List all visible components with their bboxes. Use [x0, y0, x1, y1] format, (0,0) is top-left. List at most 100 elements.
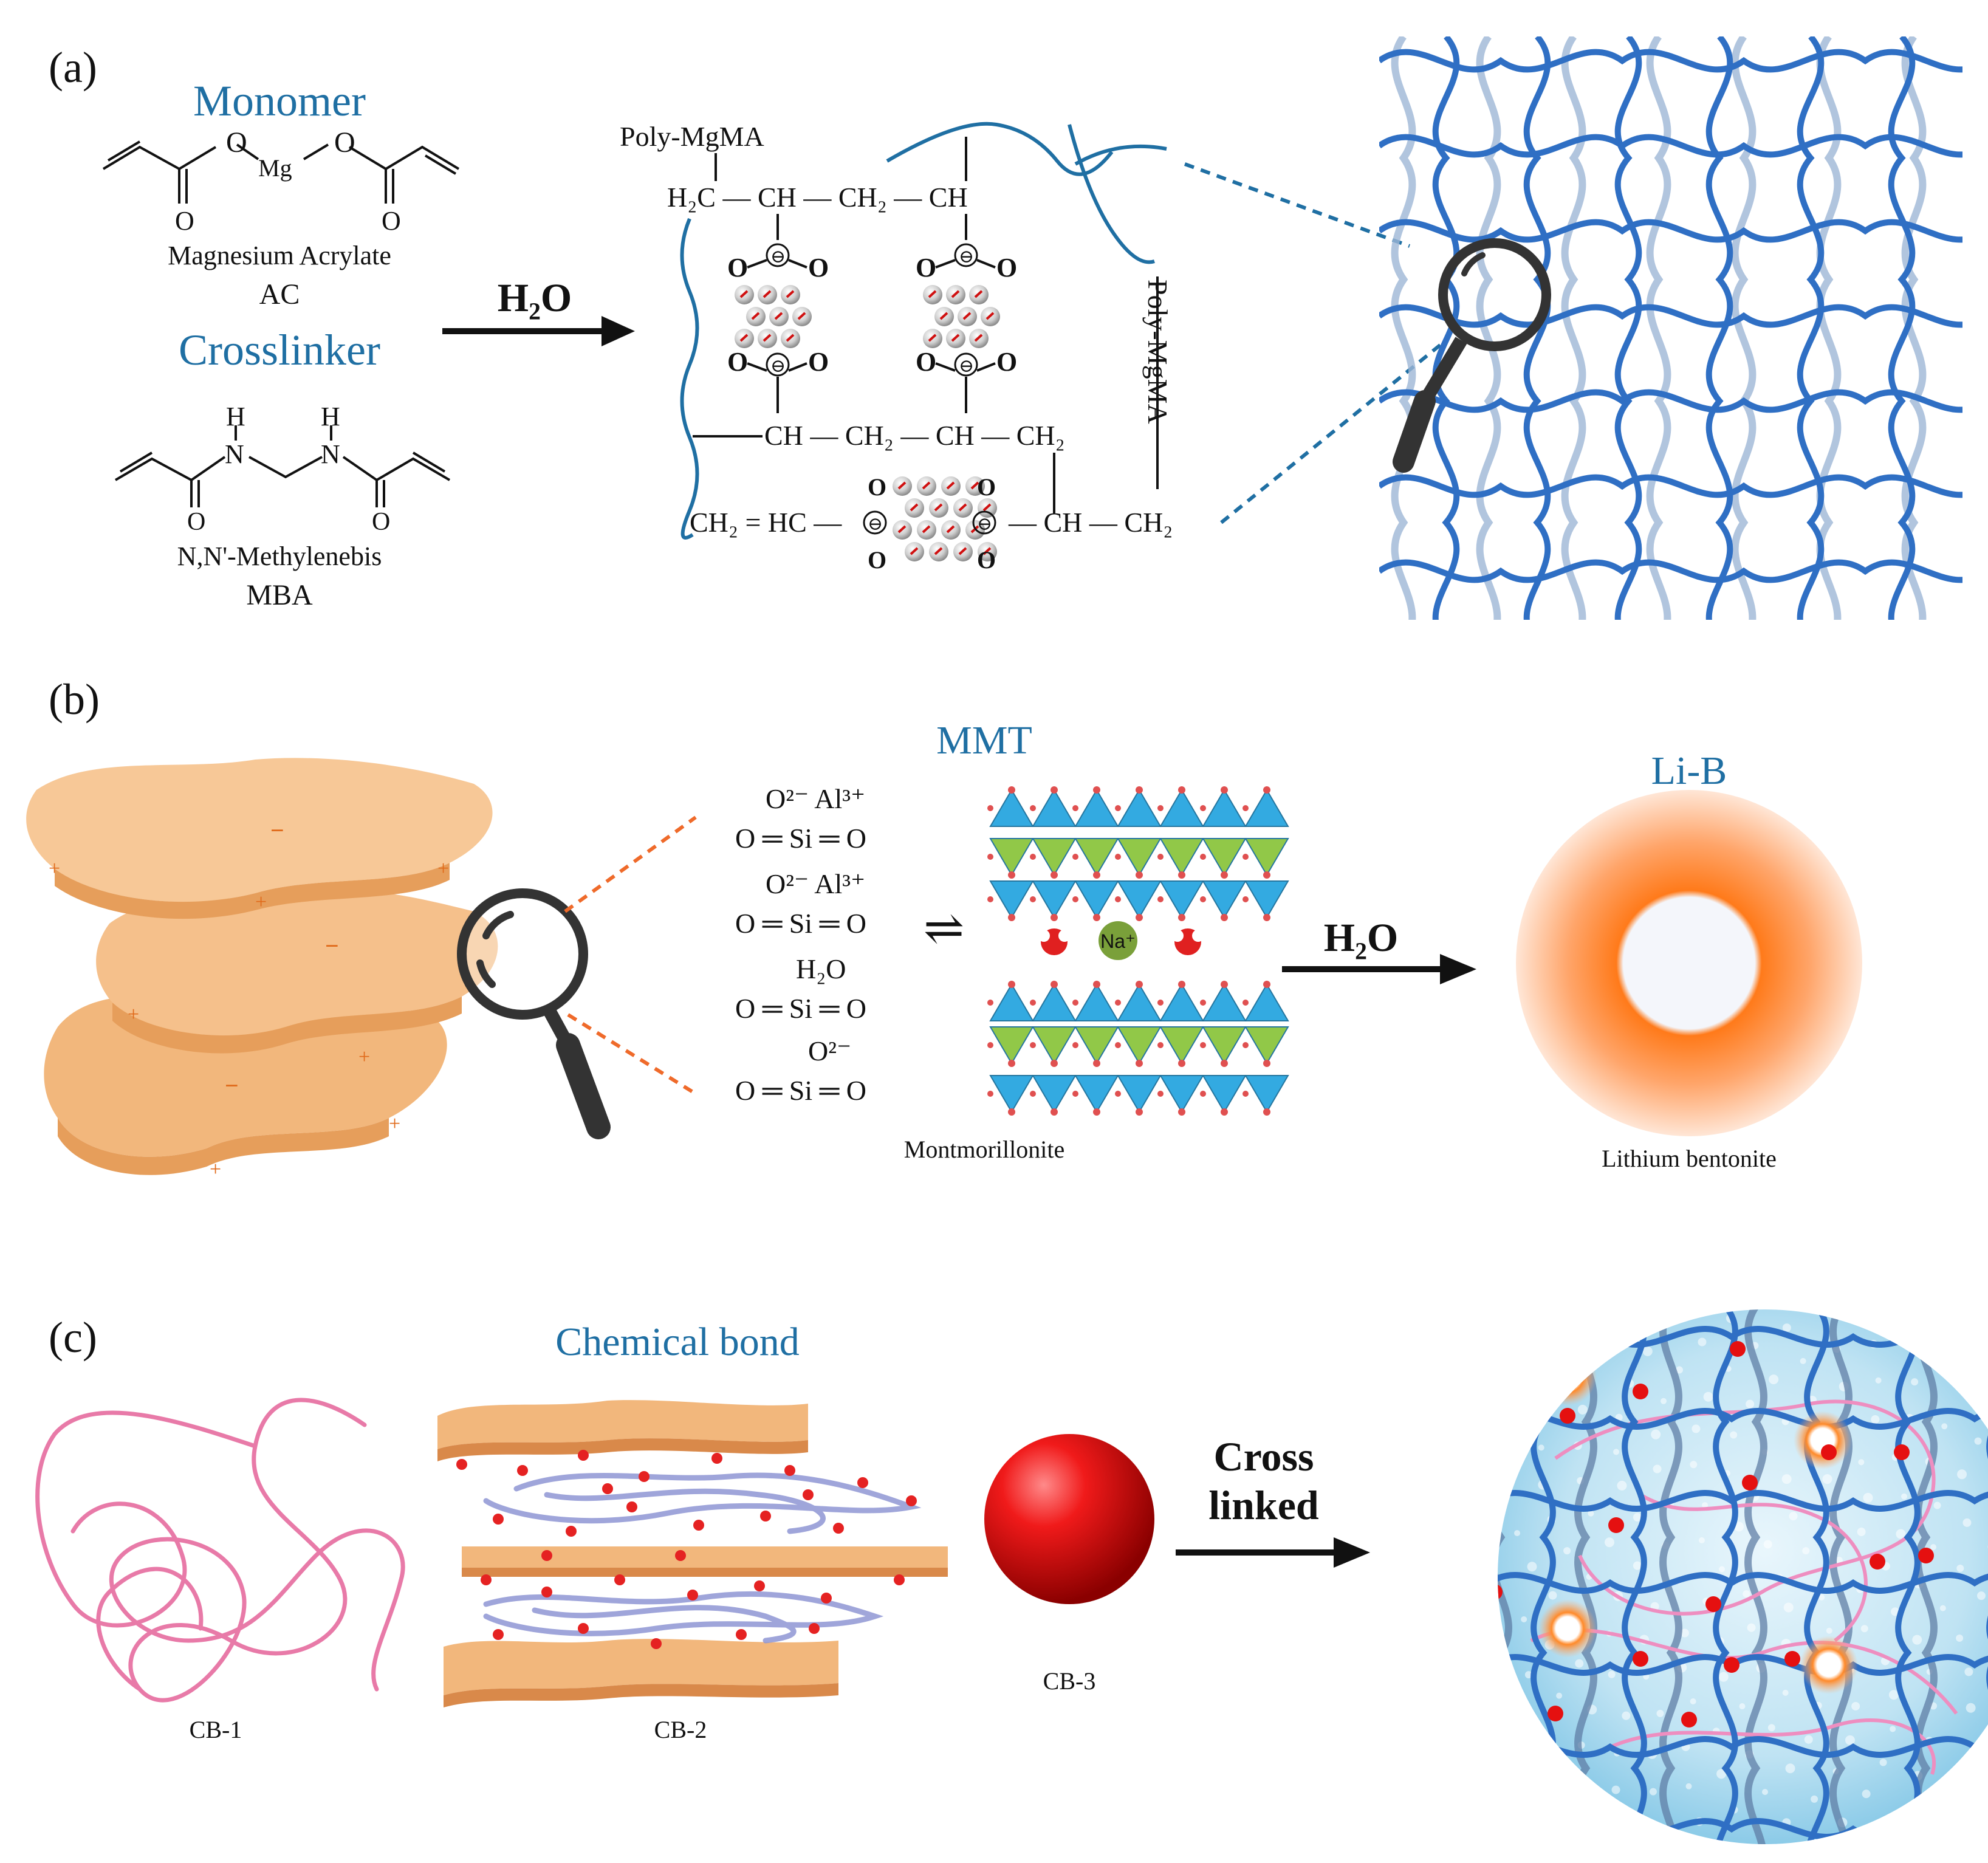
water-bubble — [1860, 1625, 1868, 1633]
crosslink-dot — [1498, 1584, 1503, 1600]
oxygen-atom — [1242, 896, 1249, 902]
oxygen-atom — [1221, 1108, 1228, 1116]
sio2-row-1: O ═ Si ═ O — [735, 823, 866, 854]
crosslink-dot — [693, 1520, 704, 1531]
water-bubble — [1680, 1628, 1689, 1638]
tetrahedral-unit — [1202, 983, 1247, 1021]
octahedral-unit — [1032, 1026, 1077, 1065]
tetrahedral-unit — [989, 1075, 1034, 1113]
crosslink-dot — [803, 1489, 814, 1500]
water-bubble — [1611, 1785, 1620, 1794]
svg-text:+: + — [389, 1113, 400, 1135]
water-bubble — [1690, 1698, 1696, 1705]
oxygen-atom — [1242, 1042, 1249, 1048]
svg-text:+: + — [128, 1003, 139, 1026]
poly-mgma-side-label: Poly-MgMA — [1142, 280, 1173, 424]
tetrahedral-unit — [989, 789, 1034, 827]
water-bubble — [1862, 1789, 1871, 1799]
oxygen-atom — [1136, 981, 1143, 988]
crosslink-dot — [1742, 1475, 1758, 1491]
oxygen-atom — [1093, 871, 1100, 879]
water-bubble — [1858, 1459, 1865, 1466]
svg-text:O: O — [868, 473, 886, 501]
oxygen-atom — [987, 854, 993, 860]
oxygen-atom — [1157, 854, 1164, 860]
water-bubble — [1879, 1758, 1887, 1766]
water-bubble — [1563, 1547, 1571, 1555]
water-bubble — [1577, 1404, 1588, 1415]
oxygen-atom — [1178, 1060, 1185, 1067]
oxygen-atom — [1115, 896, 1121, 902]
water-ion-mark — [939, 312, 948, 320]
water-bubble — [1939, 1605, 1946, 1611]
cb3-sphere — [984, 1434, 1154, 1604]
oxygen-atom — [1263, 1108, 1270, 1116]
oxygen-atom — [1242, 1091, 1249, 1097]
crosslink-dot — [1548, 1706, 1563, 1721]
crosslink-dot — [1481, 1505, 1496, 1521]
water-bubble — [1718, 1672, 1729, 1682]
panel-a-reaction-arrow — [442, 316, 635, 346]
water-bubble — [1875, 1377, 1882, 1384]
oxygen-atom — [1072, 805, 1078, 811]
crosslink-dot — [894, 1574, 905, 1585]
water-bubble — [1521, 1616, 1527, 1622]
crosslink-dot — [906, 1495, 917, 1506]
oxygen-atom — [1030, 854, 1036, 860]
water-ion-mark — [982, 503, 992, 512]
oxygen-atom — [1178, 981, 1185, 988]
mba-hydrogen-1: H — [226, 402, 245, 431]
clay-node-glow — [1538, 1599, 1597, 1658]
carboxylate-bottom-right: ⊖ O O — [972, 473, 996, 574]
crosslink-dot — [578, 1623, 589, 1634]
octahedral-unit — [1117, 1026, 1162, 1065]
water-bubble — [1633, 1513, 1642, 1522]
panel-c-label: (c) — [49, 1313, 97, 1362]
oxygen-atom — [1221, 786, 1228, 794]
water-bubble — [1966, 1703, 1976, 1713]
oxygen-atom — [1115, 1091, 1121, 1097]
water-ion-mark — [946, 481, 955, 490]
equilibrium-arrow: ⇌ — [924, 902, 964, 956]
water-bubble — [1743, 1590, 1750, 1598]
mba-carbonyl-oxygen-1: O — [187, 508, 205, 536]
water-bubble — [1575, 1659, 1584, 1668]
tetrahedral-unit — [989, 880, 1034, 919]
ions-row-1: O²⁻ Al³⁺ — [766, 783, 865, 814]
svg-text:O: O — [977, 546, 996, 574]
oxygen-atom — [987, 805, 993, 811]
octahedral-unit — [989, 838, 1034, 876]
panel-c: (c) Chemical bond CB-1 CB-2 — [35, 1309, 1988, 1844]
tetrahedral-unit — [1117, 1075, 1162, 1113]
water-ion-mark — [763, 290, 772, 298]
water-bubble — [1651, 1429, 1661, 1439]
water-bubble — [1783, 1602, 1794, 1613]
water-ion-mark — [928, 290, 937, 298]
tetrahedral-unit — [1202, 1075, 1247, 1113]
oxygen-atom — [1008, 1108, 1015, 1116]
crosslink-dot — [1705, 1596, 1721, 1612]
oxygen-atom — [1008, 981, 1015, 988]
svg-text:O: O — [808, 347, 829, 377]
oxygen-atom — [1263, 1060, 1270, 1067]
crosslink-dot — [1870, 1554, 1885, 1570]
svg-text:O: O — [916, 347, 936, 377]
crosslink-dot — [1918, 1548, 1934, 1563]
oxygen-atom — [1051, 1108, 1058, 1116]
oxygen-atom — [1221, 981, 1228, 988]
oxygen-atom — [1178, 1108, 1185, 1116]
water-bubble — [1633, 1561, 1642, 1570]
oxygen-atom — [1093, 981, 1100, 988]
oxygen-atom — [1115, 1000, 1121, 1006]
oxygen-atom — [1115, 1042, 1121, 1048]
struct-top-row: H₂C — CH — CH₂ — CH — [667, 182, 968, 213]
oxygen-atom — [987, 1000, 993, 1006]
network-strand-front — [1498, 1490, 1988, 1512]
oxygen-atom — [1221, 871, 1228, 879]
oxygen-atom — [1200, 1091, 1206, 1097]
network-strand-back — [1391, 36, 1416, 620]
water-bubble — [1912, 1635, 1922, 1645]
svg-text:⊖: ⊖ — [770, 356, 786, 376]
oxygen-atom — [1200, 854, 1206, 860]
